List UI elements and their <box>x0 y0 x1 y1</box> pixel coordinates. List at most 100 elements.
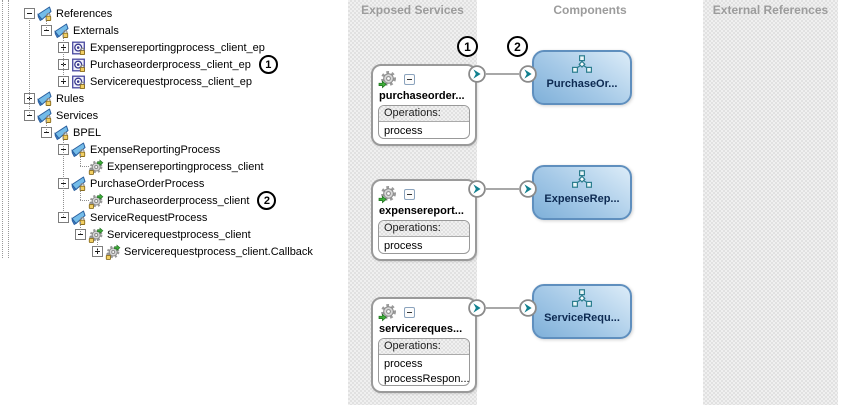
service-port-icon[interactable] <box>468 65 486 83</box>
operations-list: process <box>379 237 469 253</box>
bpel-process-icon <box>571 289 593 307</box>
structure-tree: References <box>0 0 348 405</box>
component-label: PurchaseOr... <box>546 78 618 90</box>
tree-connector-stub <box>80 200 89 201</box>
panel-edge-line <box>2 0 3 258</box>
service-port-icon[interactable] <box>468 180 486 198</box>
tree-item[interactable]: BPEL <box>41 124 101 141</box>
component-label: ServiceRequ... <box>544 312 620 324</box>
tree-item-icon <box>71 176 87 192</box>
gear-lock-icon <box>88 227 104 243</box>
service-label: servicereques... <box>379 323 463 335</box>
wire <box>486 73 519 75</box>
service-label: expensereport... <box>379 205 464 217</box>
tree-item-icon <box>88 227 104 243</box>
exposed-service-box[interactable]: servicereques... Operations: process proc… <box>371 297 477 393</box>
operations-title: Operations: <box>379 221 469 237</box>
collapse-minus-button[interactable] <box>404 74 415 85</box>
external-references-header: External References <box>712 3 829 17</box>
tree-item-icon <box>71 74 87 90</box>
tree-item-label[interactable]: Servicerequestprocess_client_ep <box>90 76 253 88</box>
exposed-services-header: Exposed Services <box>361 3 464 17</box>
annotation-circle-1: 1 <box>457 36 478 57</box>
tree-item-icon <box>71 57 87 73</box>
tree-item-label[interactable]: ServiceRequestProcess <box>90 212 208 224</box>
tree-item-label[interactable]: BPEL <box>73 127 102 139</box>
operations-panel: Operations: process <box>378 220 470 254</box>
component-port-icon[interactable] <box>519 299 537 317</box>
tree-item[interactable]: Expensereportingprocess_client <box>75 158 264 175</box>
web-service-lock-icon <box>72 75 85 89</box>
tree-item[interactable]: Servicerequestprocess_client_ep <box>58 73 252 90</box>
service-port-icon[interactable] <box>468 299 486 317</box>
web-service-lock-icon <box>72 58 85 72</box>
component-label: ExpenseRep... <box>544 193 620 205</box>
bpel-component-box[interactable]: ServiceRequ... <box>532 284 632 339</box>
operation-item[interactable]: processRespon... <box>384 373 470 385</box>
tree-item-label[interactable]: ExpenseReportingProcess <box>90 144 221 156</box>
exposed-service-box[interactable]: expensereport... Operations: process <box>371 179 477 261</box>
operations-title: Operations: <box>379 339 469 355</box>
tree-item-icon <box>37 108 53 124</box>
tree-item-label[interactable]: Rules <box>56 93 85 105</box>
tree-item-icon <box>71 142 87 158</box>
collapse-minus-button[interactable] <box>404 189 415 200</box>
panel-splitter-line[interactable] <box>8 0 9 258</box>
bpel-component-box[interactable]: PurchaseOr... <box>532 50 632 105</box>
component-port-icon[interactable] <box>519 180 537 198</box>
tree-item-label[interactable]: PurchaseOrderProcess <box>90 178 205 190</box>
tree-item-icon <box>37 91 53 107</box>
tree-item-icon <box>54 125 70 141</box>
service-gear-icon <box>378 185 398 205</box>
tree-item[interactable]: Servicerequestprocess_client <box>75 226 251 243</box>
bpel-process-icon <box>571 55 593 73</box>
tree-item[interactable]: Services <box>24 107 98 124</box>
tree-item-icon <box>88 159 104 175</box>
service-gear-icon <box>378 303 398 323</box>
components-header: Components <box>553 3 627 17</box>
folder-lock-icon <box>54 125 69 140</box>
tree-item-label[interactable]: Externals <box>73 25 119 37</box>
tree-item-label[interactable]: Purchaseorderprocess_client <box>107 195 250 207</box>
folder-lock-icon <box>37 6 52 21</box>
tree-item-icon <box>71 210 87 226</box>
operations-list: process <box>379 122 469 138</box>
tree-connector-line <box>63 35 64 81</box>
folder-lock-icon <box>37 91 52 106</box>
tree-item[interactable]: References <box>24 5 112 22</box>
tree-item-label[interactable]: Purchaseorderprocess_client_ep <box>90 59 251 71</box>
tree-item-icon <box>54 23 70 39</box>
tree-item[interactable]: Purchaseorderprocess_client 2 <box>75 191 277 210</box>
collapse-minus-button[interactable] <box>404 307 415 318</box>
service-label: purchaseorder... <box>379 90 465 102</box>
tree-item-label[interactable]: Expensereportingprocess_client_ep <box>90 42 265 54</box>
operation-item[interactable]: process <box>384 240 423 252</box>
tree-item-label[interactable]: Expensereportingprocess_client <box>107 161 264 173</box>
wire <box>486 307 519 309</box>
operations-title: Operations: <box>379 106 469 122</box>
folder-lock-icon <box>71 210 86 225</box>
external-references-lane: External References <box>703 0 838 405</box>
folder-lock-icon <box>71 142 86 157</box>
tree-connector-line <box>63 137 64 217</box>
component-port-icon[interactable] <box>519 65 537 83</box>
annotation-circle-2: 2 <box>507 36 528 57</box>
tree-connector-line <box>97 239 98 251</box>
tree-item-label[interactable]: Servicerequestprocess_client <box>107 229 251 241</box>
annotation-circle: 2 <box>257 191 277 210</box>
tree-item-label[interactable]: Servicerequestprocess_client.Callback <box>124 246 313 258</box>
tree-item-label[interactable]: Services <box>56 110 99 122</box>
operation-item[interactable]: process <box>384 125 423 137</box>
exposed-service-box[interactable]: purchaseorder... Operations: process <box>371 64 477 146</box>
tree-item-label[interactable]: References <box>56 8 113 20</box>
tree-item[interactable]: ServiceRequestProcess <box>58 209 207 226</box>
gear-lock-icon <box>105 244 121 260</box>
bpel-component-box[interactable]: ExpenseRep... <box>532 165 632 220</box>
gear-lock-icon <box>88 159 104 175</box>
tree-connector-line <box>29 18 30 115</box>
tree-item-icon <box>71 40 87 56</box>
operation-item[interactable]: process <box>384 358 423 370</box>
tree-connector-line <box>80 188 81 200</box>
tree-item-icon <box>88 193 104 209</box>
